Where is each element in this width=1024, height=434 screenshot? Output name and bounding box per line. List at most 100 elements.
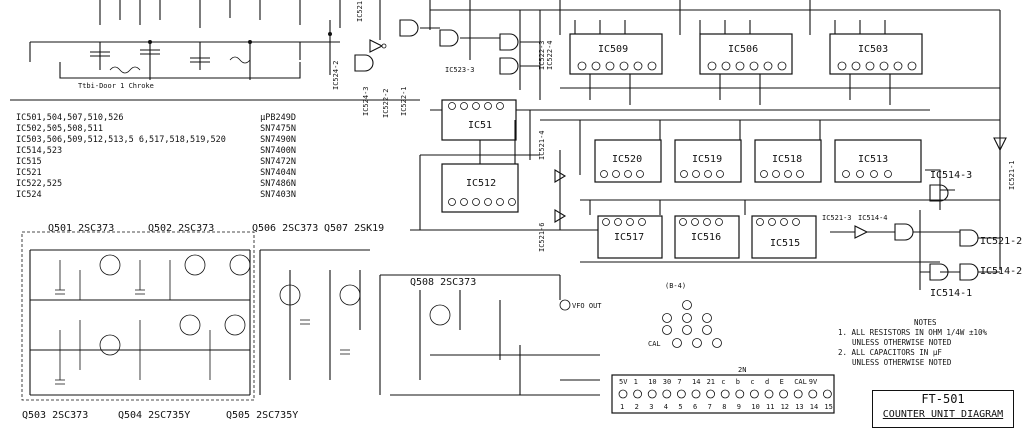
ic-table-parts: IC521 [16, 168, 42, 178]
ic521-1-label: IC521-1 [1008, 160, 1016, 190]
note-1-line-b: UNLESS OTHERWISE NOTED [852, 338, 952, 347]
connector-pin-number: 8 [722, 403, 726, 411]
connector-pin [779, 389, 788, 399]
connector-pin [633, 389, 642, 399]
connector-pin-label: c [721, 378, 725, 386]
ic-table-row: IC503,506,509,512,513,5 6,517,518,519,52… [16, 135, 296, 146]
connector-pin [618, 389, 628, 399]
mid-ic-row: IC520 IC519 IC518 IC513 IC521-4 IC521-6 [538, 119, 1000, 252]
connector-pin-number: 2 [635, 403, 639, 411]
connector-pin [823, 389, 832, 399]
ic512-wiring [410, 110, 600, 231]
ic-table-parts: IC515 [16, 157, 42, 167]
ic-table-parts: IC503,506,509,512,513,5 6,517,518,519,52… [16, 135, 226, 145]
ic-table-row: IC502,505,508,511 SN7475N [16, 124, 296, 135]
ic-table-parts: IC501,504,507,510,526 [16, 113, 124, 123]
ic-table-type: SN7490N [260, 135, 296, 145]
connector-pin-label: 30 [663, 378, 671, 386]
q503-label: Q503 2SC373 [22, 410, 88, 421]
low-ic-row: IC517 IC516 IC515 [580, 199, 1000, 263]
connector-pin-label: CAL [794, 378, 807, 386]
ic51-chip: IC51 [441, 99, 517, 141]
osc-section-label: Ttbi-Door 1 Chroke [78, 82, 154, 90]
connector-pin-number: 12 [781, 403, 789, 411]
ic515-chip: IC515 [751, 215, 817, 259]
ic520-chip: IC520 [594, 139, 662, 183]
connector-pin-label: E [780, 378, 784, 386]
connector-pin-number: 11 [766, 403, 774, 411]
ic521-2-label: IC521-2 [980, 236, 1022, 247]
connector-pin [662, 389, 672, 399]
ic522-2-label: IC522-2 [382, 88, 390, 118]
connector-pin [808, 389, 818, 399]
connector-pin-number: 15 [824, 403, 832, 411]
connector-pin-label: c [750, 378, 754, 386]
q505-label: Q505 2SC735Y [226, 410, 298, 421]
q502-label: Q502 2SC373 [148, 223, 214, 234]
connector-pin [706, 389, 715, 399]
connector-pin-label: b [736, 378, 740, 386]
transistor-section: Q501 2SC373 Q502 2SC373 Q506 2SC373 Q507… [21, 223, 602, 421]
ic524-2-label: IC524-2 [332, 60, 340, 90]
title-block: FT-501 COUNTER UNIT DIAGRAM [872, 390, 1014, 428]
connector-pin [764, 389, 774, 399]
ic521-3-label: IC521-3 [822, 214, 852, 222]
ic516-label: IC516 [691, 232, 721, 243]
ic-table-type: SN7475N [260, 124, 296, 134]
ic517-label: IC517 [614, 232, 644, 243]
ic522-1-label: IC522-1 [400, 86, 408, 116]
q504-label: Q504 2SC735Y [118, 410, 190, 421]
ic-table-parts: IC502,505,508,511 [16, 124, 103, 134]
ic516-chip: IC516 [674, 215, 740, 259]
ic513-label: IC513 [858, 154, 888, 165]
ic514-4-label: IC514-4 [858, 214, 888, 222]
ic514-2-label: IC514-2 [980, 266, 1022, 277]
connector-pin-label: 9V [809, 378, 818, 386]
ic521-6-label: IC521-6 [538, 222, 546, 252]
connector-pin-number: 6 [693, 403, 697, 411]
ic-table-type: SN7404N [260, 168, 296, 178]
q501-label: Q501 2SC373 [48, 223, 114, 234]
connector-pin-number: 5 [678, 403, 682, 411]
ic-table-type: SN7400N [260, 146, 296, 156]
connector-pin [750, 389, 759, 399]
connector-pin-number: 9 [737, 403, 741, 411]
connector-header: 2N [738, 366, 746, 374]
connector-pin [677, 389, 686, 399]
ic509-label: IC509 [598, 44, 628, 55]
connector-pin-number: 7 [708, 403, 712, 411]
ic524-3-label: IC524-3 [362, 86, 370, 116]
ic503-label: IC503 [858, 44, 888, 55]
socket-diagram: (B-4) CAL [648, 282, 722, 348]
ic-table-type: μPB249D [260, 113, 296, 123]
ic523-3-label: IC523-3 [445, 66, 475, 74]
connector-pin-label: 14 [692, 378, 700, 386]
note-2-line-b: UNLESS OTHERWISE NOTED [852, 358, 952, 367]
ic517-chip: IC517 [597, 215, 663, 259]
ic506-label: IC506 [728, 44, 758, 55]
ic-table-type: SN7486N [260, 179, 296, 189]
connector-pin-number: 13 [795, 403, 803, 411]
ic-table-row: IC521 SN7404N [16, 168, 296, 179]
ic519-chip: IC519 [674, 139, 742, 183]
connector-pin-label: d [765, 378, 769, 386]
connector-pin-label: 5V [619, 378, 628, 386]
connector-pin-label: 7 [677, 378, 681, 386]
socket-cal-label: CAL [648, 340, 661, 348]
q507-label: Q507 2SK19 [324, 223, 384, 234]
q506-label: Q506 2SC373 [252, 223, 318, 234]
ic-table-parts: IC522,525 [16, 179, 63, 189]
connector-pin-number: 10 [751, 403, 759, 411]
q508-label: Q508 2SC373 [410, 277, 476, 288]
ic-table-row: IC501,504,507,510,526 μPB249D [16, 113, 296, 124]
connector-pin [647, 389, 657, 399]
connector-pin-label: 21 [707, 378, 715, 386]
ic-table-row: IC514,523 SN7400N [16, 146, 296, 157]
connector-pin-label: 10 [648, 378, 656, 386]
ic520-label: IC520 [612, 154, 642, 165]
connector-pin-label: 1 [634, 378, 638, 386]
ic-table-parts: IC514,523 [16, 146, 63, 156]
